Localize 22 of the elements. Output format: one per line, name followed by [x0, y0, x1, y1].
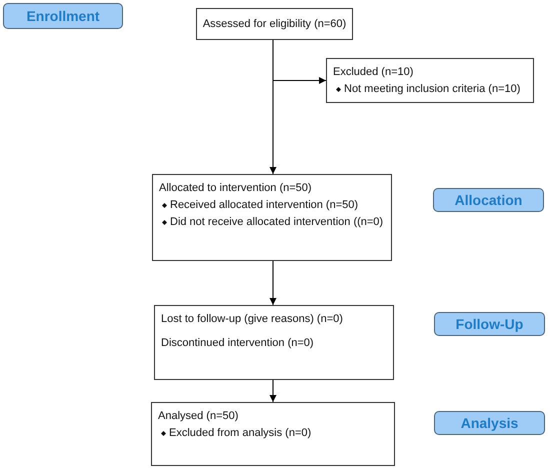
process-box [152, 174, 392, 261]
stage-label: Analysis [434, 411, 545, 435]
arrow [270, 260, 276, 306]
box-text: Excluded from analysis (n=0) [169, 426, 312, 440]
arrow [270, 380, 276, 402]
stage-label: Allocation [433, 188, 544, 212]
box-text: Analysed (n=50) [158, 409, 238, 423]
box-text: Allocated to intervention (n=50) [159, 181, 312, 195]
stage-label: Follow-Up [434, 312, 545, 336]
box-text: Assessed for eligibility (n=60) [202, 17, 346, 31]
process-box [196, 8, 353, 40]
box-text: Excluded (n=10) [333, 65, 414, 79]
box-text: Received allocated intervention (n=50) [170, 198, 358, 212]
box-text: Lost to follow-up (give reasons) (n=0) [161, 312, 343, 326]
stage-label: Enrollment [3, 3, 123, 29]
process-box [154, 305, 394, 380]
process-box [326, 58, 534, 103]
box-text: Not meeting inclusion criteria (n=10) [344, 82, 520, 96]
arrow [272, 40, 326, 84]
box-text: Did not receive allocated intervention ((n=0) [170, 215, 384, 229]
box-text: Discontinued intervention (n=0) [161, 336, 314, 350]
process-box [151, 402, 395, 466]
